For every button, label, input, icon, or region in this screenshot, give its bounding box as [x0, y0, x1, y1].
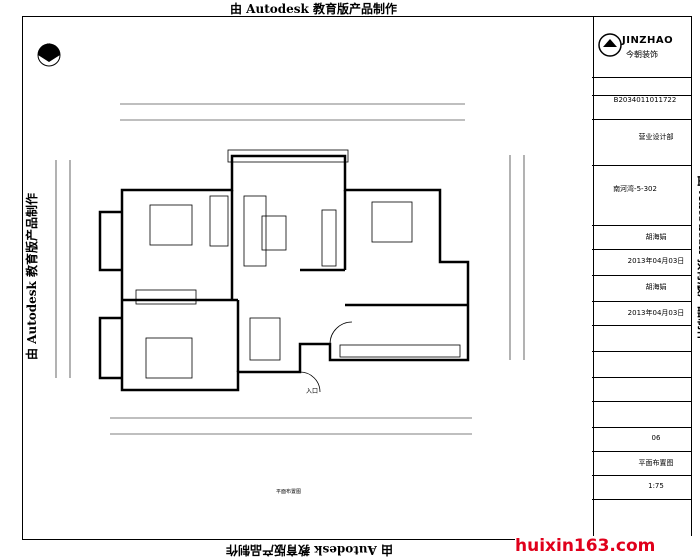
watermark-bottom: 由 Autodesk 教育版产品制作: [226, 543, 394, 557]
company-logo-icon: [598, 33, 622, 57]
drawing-frame: [22, 16, 594, 540]
north-arrow-icon: [37, 43, 61, 67]
design-date: 2013年04月03日: [627, 257, 685, 265]
title-block: JINZHAO 今朝装饰 B2034011011722 营业设计部 南河湾-5-…: [592, 16, 692, 540]
company-name: JINZHAO: [622, 35, 674, 46]
north-label: 北: [45, 43, 53, 52]
watermark-right: 由 Autodesk 教育版产品制作: [696, 175, 700, 343]
project-name: 南河湾-5-302: [613, 185, 657, 193]
drawing-scale: 1:75: [648, 482, 664, 490]
floor-plan: [55, 103, 525, 435]
company-subtitle: 今朝装饰: [626, 50, 658, 59]
site-banner: huixin163.com: [515, 536, 700, 560]
watermark-top: 由 Autodesk 教育版产品制作: [230, 2, 398, 16]
company-logo: JINZHAO 今朝装饰: [592, 17, 691, 78]
designer-name: 胡海娟: [645, 233, 667, 241]
plan-caption: 平面布置图: [276, 489, 302, 495]
drawer-name: 胡海娟: [645, 283, 667, 291]
designer-unit: 营业设计部: [638, 133, 674, 141]
drawing-title: 平面布置图: [638, 459, 674, 467]
entry-label: 入口: [306, 388, 319, 395]
contract-number: B2034011011722: [613, 96, 677, 104]
drawing-number: 06: [651, 434, 661, 442]
draw-date: 2013年04月03日: [627, 309, 685, 317]
